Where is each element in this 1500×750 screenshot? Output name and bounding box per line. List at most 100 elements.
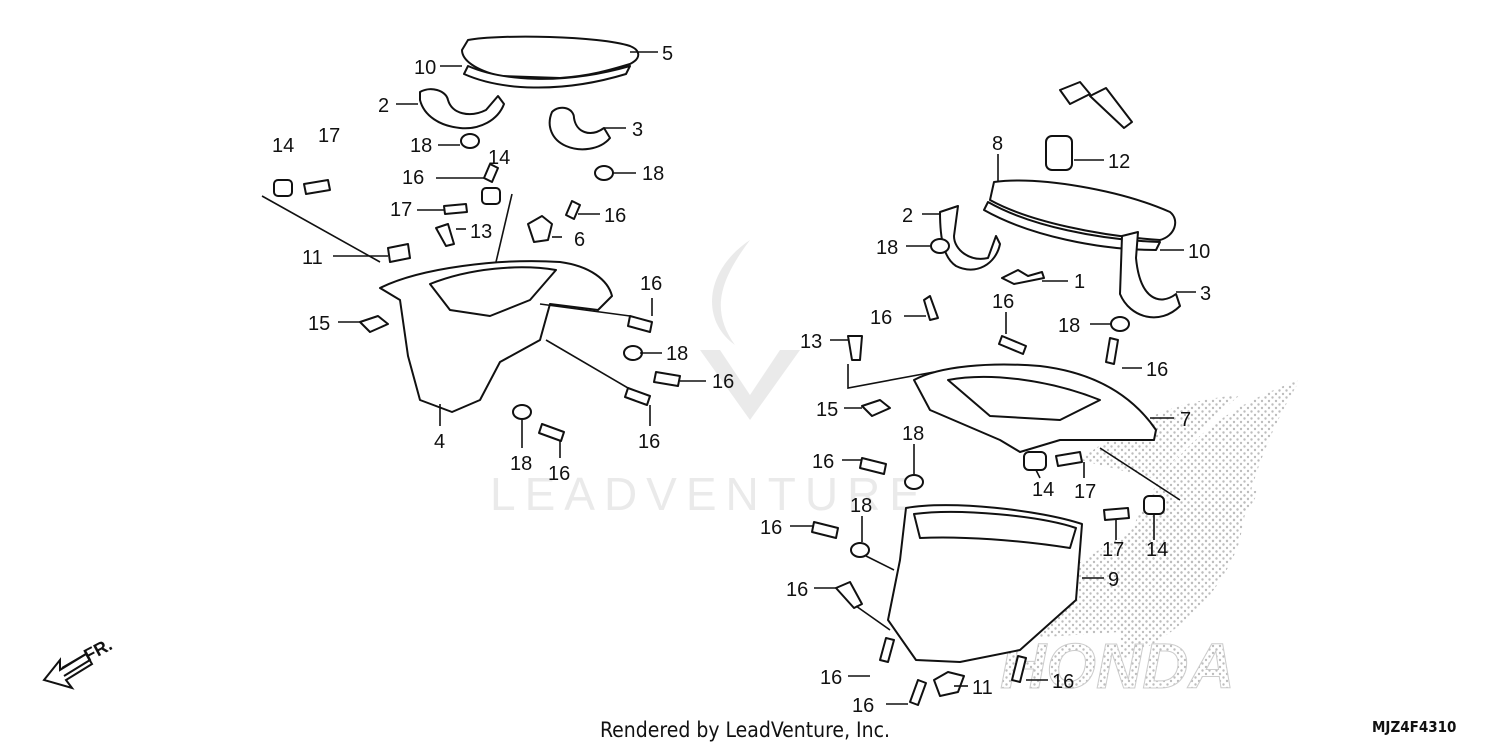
callout-11: 11 (972, 677, 993, 699)
callout-14: 14 (1032, 479, 1054, 501)
callout-18: 18 (642, 163, 664, 185)
callout-17: 17 (1102, 539, 1124, 561)
callout-16: 16 (870, 307, 892, 329)
hinge-left-part (419, 88, 505, 130)
screw-part (835, 581, 863, 609)
screw-part (627, 315, 653, 333)
callout-11: 11 (302, 247, 323, 269)
callout-17: 17 (1074, 481, 1096, 503)
callout-16: 16 (604, 205, 626, 227)
hinge-right-part (548, 106, 611, 151)
washer-part (594, 165, 614, 181)
screw-part (1011, 655, 1027, 683)
callout-16: 16 (638, 431, 660, 453)
callout-18: 18 (510, 453, 532, 475)
rendered-by-credit: Rendered by LeadVenture, Inc. (600, 718, 890, 742)
screw-part (538, 423, 565, 442)
callout-16: 16 (712, 371, 734, 393)
screw-part (1055, 451, 1083, 467)
callout-13: 13 (800, 331, 822, 353)
callout-6: 6 (574, 229, 585, 251)
callout-16: 16 (852, 695, 874, 717)
screw-part (1103, 507, 1130, 521)
seal-part (983, 201, 1161, 251)
screw-part (879, 637, 895, 663)
screw-part (435, 223, 455, 247)
grommet-part (273, 179, 293, 197)
nut-part (387, 243, 411, 263)
screw-part (859, 457, 887, 475)
callout-17: 17 (390, 199, 412, 221)
clip-part (861, 399, 891, 417)
honda-watermark-text: HONDA (1000, 630, 1235, 702)
washer-part (460, 133, 480, 149)
callout-1: 1 (1074, 271, 1085, 293)
screw-part (624, 387, 651, 406)
callout-10: 10 (414, 57, 436, 79)
lower-box-part (887, 504, 1083, 663)
screw-part (998, 335, 1027, 355)
callout-4: 4 (434, 431, 445, 453)
callout-16: 16 (786, 579, 808, 601)
callout-14: 14 (272, 135, 294, 157)
hinge-right-part (1119, 231, 1181, 319)
leadventure-watermark: LEADVENTURE (490, 240, 929, 520)
callout-10: 10 (1188, 241, 1210, 263)
leadventure-watermark-text: LEADVENTURE (490, 468, 929, 520)
callout-18: 18 (876, 237, 898, 259)
grommet-part (1143, 495, 1165, 515)
clip-part (933, 671, 965, 697)
screw-part (847, 335, 863, 361)
lid-cover-part (989, 179, 1177, 241)
washer-part (623, 345, 643, 361)
screw-part (923, 295, 939, 321)
diagram-code: MJZ4F4310 (1372, 718, 1457, 736)
hinge-left-part (939, 205, 1001, 271)
right-assembly: 8 12 2 10 18 1 3 16 16 18 13 16 15 7 16 … (760, 81, 1211, 717)
screw-part (303, 179, 331, 195)
callout-15: 15 (308, 313, 330, 335)
callout-17: 17 (318, 125, 340, 147)
seal-part (463, 65, 631, 89)
callout-13: 13 (470, 221, 492, 243)
screw-part (443, 203, 468, 215)
washer-part (1110, 316, 1130, 332)
callout-16: 16 (812, 451, 834, 473)
screw-part (565, 200, 581, 220)
washer-part (930, 238, 950, 254)
clip-part (527, 215, 553, 243)
key-part (1089, 87, 1133, 129)
grommet-part (1023, 451, 1047, 471)
key-cylinder-part (1045, 135, 1073, 171)
callout-18: 18 (1058, 315, 1080, 337)
screw-part (909, 679, 927, 706)
callout-9: 9 (1108, 569, 1119, 591)
grommet-part (481, 187, 501, 205)
callout-7: 7 (1180, 409, 1191, 431)
callout-16: 16 (1146, 359, 1168, 381)
washer-part (850, 542, 870, 558)
screw-part (653, 371, 681, 387)
left-assembly: 5 10 2 3 18 18 16 16 14 17 14 17 13 6 11… (261, 35, 734, 485)
callout-2: 2 (378, 95, 389, 117)
arrow-left-icon (42, 652, 94, 690)
callout-3: 3 (1200, 283, 1211, 305)
callout-2: 2 (902, 205, 913, 227)
callout-16: 16 (992, 291, 1014, 313)
upper-frame-inner (947, 375, 1101, 421)
storage-tray-part (379, 260, 613, 413)
callout-16: 16 (402, 167, 424, 189)
callout-16: 16 (548, 463, 570, 485)
callout-18: 18 (850, 495, 872, 517)
callout-18: 18 (902, 423, 924, 445)
storage-tray-inner (429, 266, 557, 317)
callout-18: 18 (666, 343, 688, 365)
callout-3: 3 (632, 119, 643, 141)
callout-16: 16 (640, 273, 662, 295)
key-part (1059, 81, 1091, 105)
callout-5: 5 (662, 43, 673, 65)
callout-8: 8 (992, 133, 1003, 155)
callout-18: 18 (410, 135, 432, 157)
